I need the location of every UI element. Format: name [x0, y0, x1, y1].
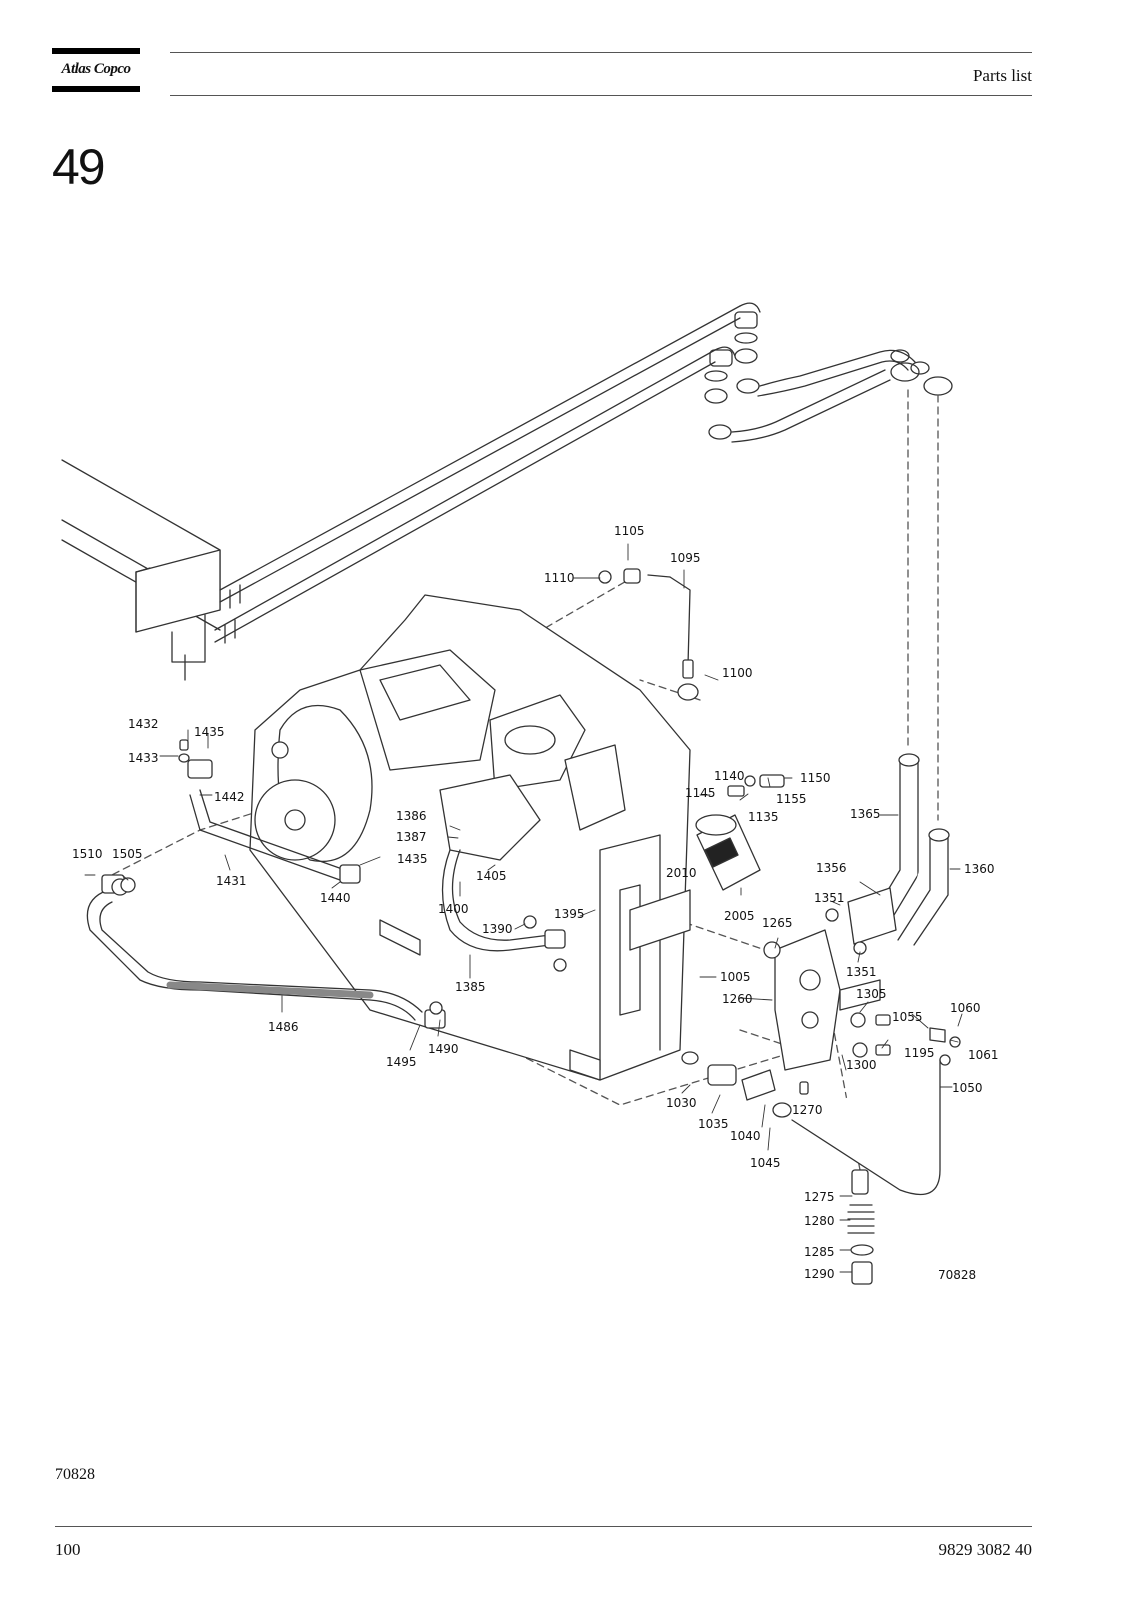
right-pipes — [847, 753, 950, 946]
callout-1351: 1351 — [814, 891, 845, 905]
callout-1433: 1433 — [128, 751, 159, 765]
callout-1045: 1045 — [750, 1156, 781, 1170]
bottom-valve-assembly — [681, 1051, 941, 1285]
figure-reference-bottom: 70828 — [55, 1466, 95, 1483]
callout-1005: 1005 — [720, 970, 751, 984]
callout-1285: 1285 — [804, 1245, 835, 1259]
valve-housing — [774, 929, 881, 1071]
callout-1435: 1435 — [194, 725, 225, 739]
callout-1280: 1280 — [804, 1214, 835, 1228]
callout-1395: 1395 — [554, 907, 585, 921]
callout-1270: 1270 — [792, 1103, 823, 1117]
callout-1386: 1386 — [396, 809, 427, 823]
callout-1105: 1105 — [614, 524, 645, 538]
page-number: 100 — [55, 1540, 81, 1559]
callout-1040: 1040 — [730, 1129, 761, 1143]
callout-1061: 1061 — [968, 1048, 999, 1062]
logo-bar-bottom — [52, 86, 140, 92]
callout-1490: 1490 — [428, 1042, 459, 1056]
callout-1495: 1495 — [386, 1055, 417, 1069]
callout-1440: 1440 — [320, 891, 351, 905]
callout-2010: 2010 — [666, 866, 697, 880]
document-number: 9829 3082 40 — [938, 1540, 1033, 1559]
callout-1360: 1360 — [964, 862, 995, 876]
callout-1195: 1195 — [904, 1046, 935, 1060]
callout-1050: 1050 — [952, 1081, 983, 1095]
long-pipes — [214, 302, 761, 644]
callout-1505: 1505 — [112, 847, 143, 861]
callout-1055: 1055 — [892, 1010, 923, 1024]
hose-1385 — [441, 849, 566, 952]
logo-brand-text: Atlas Copco — [61, 61, 131, 77]
callout-1442: 1442 — [214, 790, 245, 804]
callout-1300: 1300 — [846, 1058, 877, 1072]
footer-rule — [55, 1526, 1032, 1527]
callout-1387: 1387 — [396, 830, 427, 844]
logo-bar-top — [52, 48, 140, 54]
callout-1305: 1305 — [856, 987, 887, 1001]
callout-1290: 1290 — [804, 1267, 835, 1281]
callout-1095: 1095 — [670, 551, 701, 565]
callout-1435b: 1435 — [397, 852, 428, 866]
callout-1260: 1260 — [722, 992, 753, 1006]
callout-1140: 1140 — [714, 769, 745, 783]
callout-1486: 1486 — [268, 1020, 299, 1034]
compressor-body — [249, 594, 691, 1081]
callout-1275: 1275 — [804, 1190, 835, 1204]
callout-1385: 1385 — [455, 980, 486, 994]
callout-1100: 1100 — [722, 666, 753, 680]
callout-1432: 1432 — [128, 717, 159, 731]
callout-1145: 1145 — [685, 786, 716, 800]
callout-2005: 2005 — [724, 909, 755, 923]
section-number: 49 — [52, 139, 106, 195]
callout-1365: 1365 — [850, 807, 881, 821]
pipe-fittings — [704, 311, 953, 443]
cooler-block — [61, 459, 221, 681]
callout-1356: 1356 — [816, 861, 847, 875]
figure-reference: 70828 — [938, 1268, 976, 1282]
callout-1030: 1030 — [666, 1096, 697, 1110]
exploded-parts-diagram: 1105 1095 1110 1100 1432 1435 1433 1442 … — [61, 302, 999, 1285]
callout-labels: 1105 1095 1110 1100 1432 1435 1433 1442 … — [72, 524, 999, 1282]
callout-1150: 1150 — [800, 771, 831, 785]
header-rule-bottom — [170, 95, 1032, 96]
callout-1060: 1060 — [950, 1001, 981, 1015]
callout-1035: 1035 — [698, 1117, 729, 1131]
callout-1155: 1155 — [776, 792, 807, 806]
oil-filter — [695, 814, 761, 891]
callout-1110: 1110 — [544, 571, 575, 585]
atlas-copco-logo: Atlas Copco — [52, 48, 140, 92]
callout-leaders — [84, 543, 963, 1273]
callout-1431: 1431 — [216, 874, 247, 888]
callout-1390: 1390 — [482, 922, 513, 936]
callout-1405: 1405 — [476, 869, 507, 883]
callout-1400: 1400 — [438, 902, 469, 916]
header-rule-top — [170, 52, 1032, 53]
callout-1351b: 1351 — [846, 965, 877, 979]
callout-1265: 1265 — [762, 916, 793, 930]
callout-1135: 1135 — [748, 810, 779, 824]
hose-1431 — [187, 759, 361, 884]
callout-1510: 1510 — [72, 847, 103, 861]
page-title: Parts list — [972, 66, 1032, 85]
